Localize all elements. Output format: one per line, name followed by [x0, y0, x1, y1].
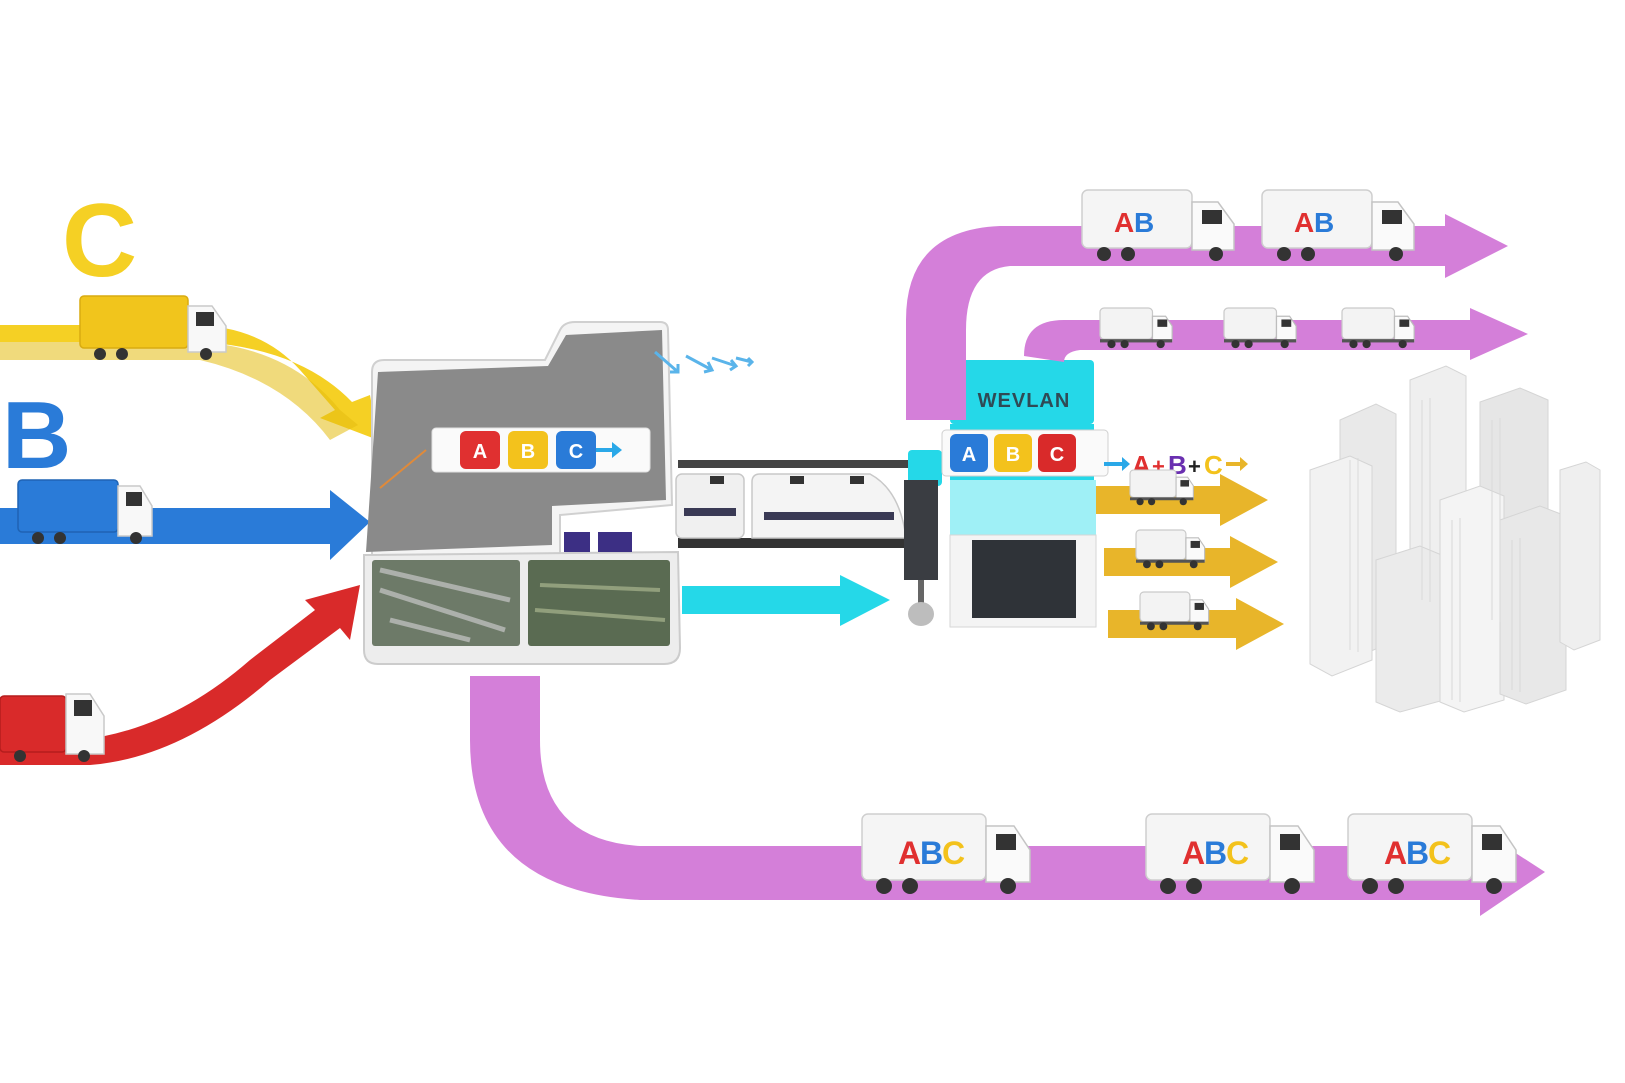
rail-track — [678, 460, 918, 548]
svg-text:B: B — [521, 441, 535, 463]
formula-tail-arrow-icon — [1226, 457, 1248, 471]
svg-text:B: B — [1406, 835, 1429, 871]
wevlan-chip-a: A — [950, 434, 988, 472]
svg-text:A: A — [1294, 207, 1314, 238]
svg-text:B: B — [1204, 835, 1227, 871]
blue-flow-b — [0, 490, 370, 560]
svg-text:C: C — [1050, 444, 1064, 466]
van-middle-1 — [1099, 307, 1173, 349]
hub-chip-b: B — [508, 431, 548, 469]
svg-text:C: C — [1428, 835, 1451, 871]
van-middle-3 — [1341, 307, 1415, 349]
svg-text:A: A — [898, 835, 921, 871]
signal-arrows-icon — [654, 350, 755, 374]
svg-text:B: B — [920, 835, 943, 871]
svg-text:C: C — [1204, 450, 1223, 480]
yellow-flow-c — [0, 325, 378, 440]
wevlan-chip-c: C — [1038, 434, 1076, 472]
svg-text:A: A — [1384, 835, 1407, 871]
label-c: C — [62, 183, 137, 299]
hub-chip-c: C — [556, 431, 596, 469]
cyan-flow-arrow — [682, 575, 890, 626]
svg-text:+: + — [1188, 454, 1201, 479]
svg-text:B: B — [1134, 207, 1154, 238]
train — [675, 473, 907, 539]
hub-chip-a: A — [460, 431, 500, 469]
van-gold-3 — [1139, 591, 1210, 631]
city-buildings — [1309, 365, 1601, 713]
blue-truck — [17, 479, 153, 544]
truck-abc-1: A B C — [861, 813, 1031, 894]
svg-text:A: A — [962, 444, 976, 466]
formula-arrow-icon — [1104, 457, 1130, 471]
svg-text:B: B — [1006, 444, 1020, 466]
wevlan-sign: WEVLAN — [978, 390, 1071, 412]
van-gold-2 — [1135, 529, 1206, 569]
sorting-hub — [363, 321, 682, 665]
svg-text:C: C — [1226, 835, 1249, 871]
truck-ab-1: A B — [1081, 189, 1235, 261]
svg-text:A: A — [1182, 835, 1205, 871]
red-truck — [0, 693, 105, 762]
hub-arrow-icon — [596, 442, 622, 458]
label-b: B — [2, 382, 71, 489]
svg-text:B: B — [1314, 207, 1334, 238]
truck-abc-2: A B C — [1145, 813, 1315, 894]
svg-text:A: A — [1114, 207, 1134, 238]
svg-text:C: C — [569, 441, 583, 463]
svg-text:A: A — [473, 441, 487, 463]
van-middle-2 — [1223, 307, 1297, 349]
wevlan-center — [941, 360, 1109, 628]
wevlan-chip-b: B — [994, 434, 1032, 472]
rail-gate — [904, 450, 942, 626]
truck-abc-3: A B C — [1347, 813, 1517, 894]
purple-flow-top — [906, 214, 1508, 420]
yellow-truck — [79, 295, 227, 360]
svg-text:C: C — [942, 835, 965, 871]
truck-ab-2: A B — [1261, 189, 1415, 261]
